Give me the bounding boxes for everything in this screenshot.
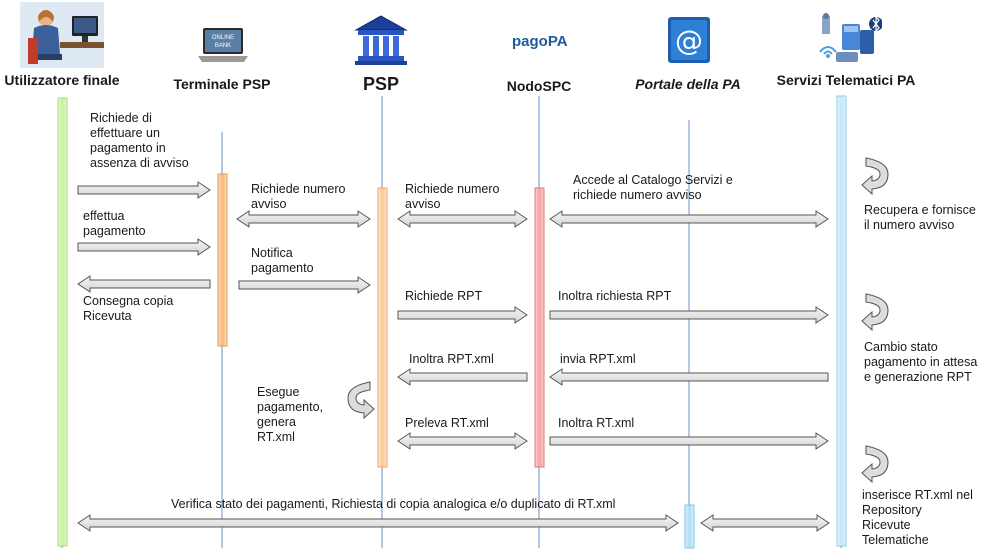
arrow-psp-nodo-bidir-1	[397, 210, 528, 228]
self-loop-arrow-psp	[347, 381, 375, 420]
svg-text:ONLINE: ONLINE	[212, 35, 234, 41]
pagopa-logo-text: pagoPA	[512, 33, 568, 50]
user-at-desk-icon	[20, 2, 104, 73]
arrow-user-to-terminal-1	[77, 181, 211, 199]
actor-label-portale: Portale della PA	[635, 76, 741, 92]
actor-label-psp: PSP	[362, 74, 400, 94]
actor-label-nodo: NodoSPC	[506, 78, 572, 94]
msg-richiede-numero-avviso-psp: Richiede numero avviso	[251, 182, 346, 211]
arrow-servizi-to-nodo-rpt-xml	[549, 368, 829, 386]
msg-preleva-rt-xml: Preleva RT.xml	[405, 416, 489, 430]
actor-label-servizi: Servizi Telematici PA	[776, 72, 916, 88]
arrow-nodo-to-servizi-rpt	[549, 306, 829, 324]
msg-consegna-ricevuta: Consegna copia Ricevuta	[83, 294, 174, 323]
self-loop-arrow-servizi-3	[861, 445, 889, 484]
bank-building-icon	[354, 14, 408, 71]
msg-recupera-numero: Recupera e fornisce il numero avviso	[864, 203, 976, 232]
network-services-icon	[816, 12, 883, 73]
msg-richiede-rpt: Richiede RPT	[405, 289, 483, 303]
activation-bar-user	[57, 97, 68, 547]
svg-text:BANK: BANK	[215, 43, 231, 49]
pagopa-logo-icon: pagoPA	[510, 30, 570, 57]
activation-bar-terminal	[217, 173, 228, 347]
arrow-portale-servizi-bidir	[700, 514, 830, 532]
msg-richiede-numero-avviso-nodo: Richiede numero avviso	[405, 182, 500, 211]
arrow-psp-to-nodo-rpt	[397, 306, 528, 324]
msg-inoltra-rpt-xml: Inoltra RPT.xml	[409, 352, 494, 366]
arrow-terminal-psp-bidir-1	[236, 210, 371, 228]
arrow-user-to-terminal-2	[77, 238, 211, 256]
msg-verifica-stato: Verifica stato dei pagamenti, Richiesta …	[171, 497, 616, 511]
msg-effettua-pagamento: effettua pagamento	[83, 209, 146, 238]
self-loop-arrow-servizi-1	[861, 157, 889, 196]
msg-notifica-pagamento: Notifica pagamento	[251, 246, 314, 275]
arrow-psp-nodo-bidir-rt	[397, 432, 528, 450]
msg-richiede-pagamento: Richiede di effettuare un pagamento in a…	[90, 111, 189, 170]
actor-label-terminal: Terminale PSP	[173, 76, 271, 92]
arrow-nodo-to-psp-rpt-xml	[397, 368, 528, 386]
msg-accede-catalogo: Accede al Catalogo Servizi e richiede nu…	[573, 173, 733, 202]
online-bank-laptop-icon: ONLINE BANK	[196, 26, 250, 71]
msg-invia-rpt-xml: invia RPT.xml	[560, 352, 636, 366]
msg-cambio-stato: Cambio stato pagamento in attesa e gener…	[864, 340, 978, 384]
arrow-terminal-to-psp	[238, 276, 371, 294]
msg-inoltra-richiesta-rpt: Inoltra richiesta RPT	[558, 289, 672, 303]
activation-bar-psp	[377, 187, 388, 468]
arrow-user-portale-bidir	[77, 514, 679, 532]
actor-label-user: Utilizzatore finale	[4, 72, 120, 88]
msg-esegue-pagamento: Esegue pagamento, genera RT.xml	[257, 385, 324, 444]
arrow-nodo-servizi-bidir-1	[549, 210, 829, 228]
activation-bar-servizi	[836, 95, 847, 547]
msg-inserisce-rt-xml: inserisce RT.xml nel Repository Ricevute…	[862, 488, 973, 547]
self-loop-arrow-servizi-2	[861, 293, 889, 332]
message-arrows	[77, 181, 830, 532]
arrow-terminal-to-user	[77, 275, 211, 293]
msg-inoltra-rt-xml: Inoltra RT.xml	[558, 416, 635, 430]
activation-bar-nodo	[534, 187, 545, 468]
arrow-nodo-to-servizi-rt	[549, 432, 829, 450]
svg-text:@: @	[675, 24, 703, 57]
at-sign-portal-icon: @	[667, 16, 711, 69]
activation-bar-portale	[684, 504, 695, 549]
